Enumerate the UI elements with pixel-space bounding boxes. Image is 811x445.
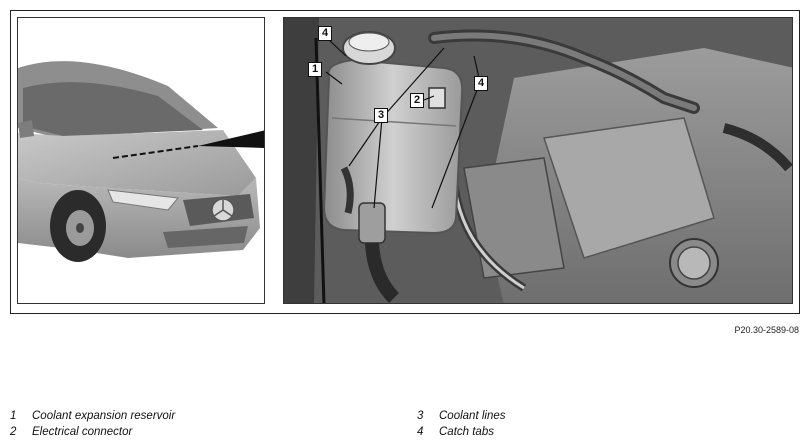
- legend-item: 2 Electrical connector: [10, 424, 175, 440]
- legend-item-label: Electrical connector: [32, 426, 133, 438]
- callout-4-right: 4: [474, 76, 488, 91]
- legend-left-column: 1 Coolant expansion reservoir 2 Electrical…: [10, 408, 175, 440]
- engine-bay-panel: 4 1 2 3 4: [283, 17, 793, 304]
- legend-item-number: 3: [417, 410, 424, 422]
- legend-item-label: Coolant lines: [439, 410, 506, 422]
- legend-item: 3 Coolant lines: [417, 408, 505, 424]
- legend-item-number: 2: [10, 426, 17, 438]
- callout-4-top: 4: [318, 26, 332, 41]
- callout-1: 1: [308, 62, 322, 77]
- legend-item-label: Catch tabs: [439, 426, 494, 438]
- legend-item: 4 Catch tabs: [417, 424, 505, 440]
- callout-2: 2: [410, 93, 424, 108]
- car-illustration-icon: [18, 18, 264, 303]
- car-overview-panel: [17, 17, 265, 304]
- callout-3: 3: [374, 108, 388, 123]
- legend-item-number: 4: [417, 426, 424, 438]
- legend-right-column: 3 Coolant lines 4 Catch tabs: [417, 408, 505, 440]
- legend-item-number: 1: [10, 410, 17, 422]
- legend-item-label: Coolant expansion reservoir: [32, 410, 176, 422]
- engine-bay-illustration-icon: [284, 18, 792, 303]
- figure-reference-code: P20.30-2589-08: [734, 325, 799, 335]
- legend-item: 1 Coolant expansion reservoir: [10, 408, 175, 424]
